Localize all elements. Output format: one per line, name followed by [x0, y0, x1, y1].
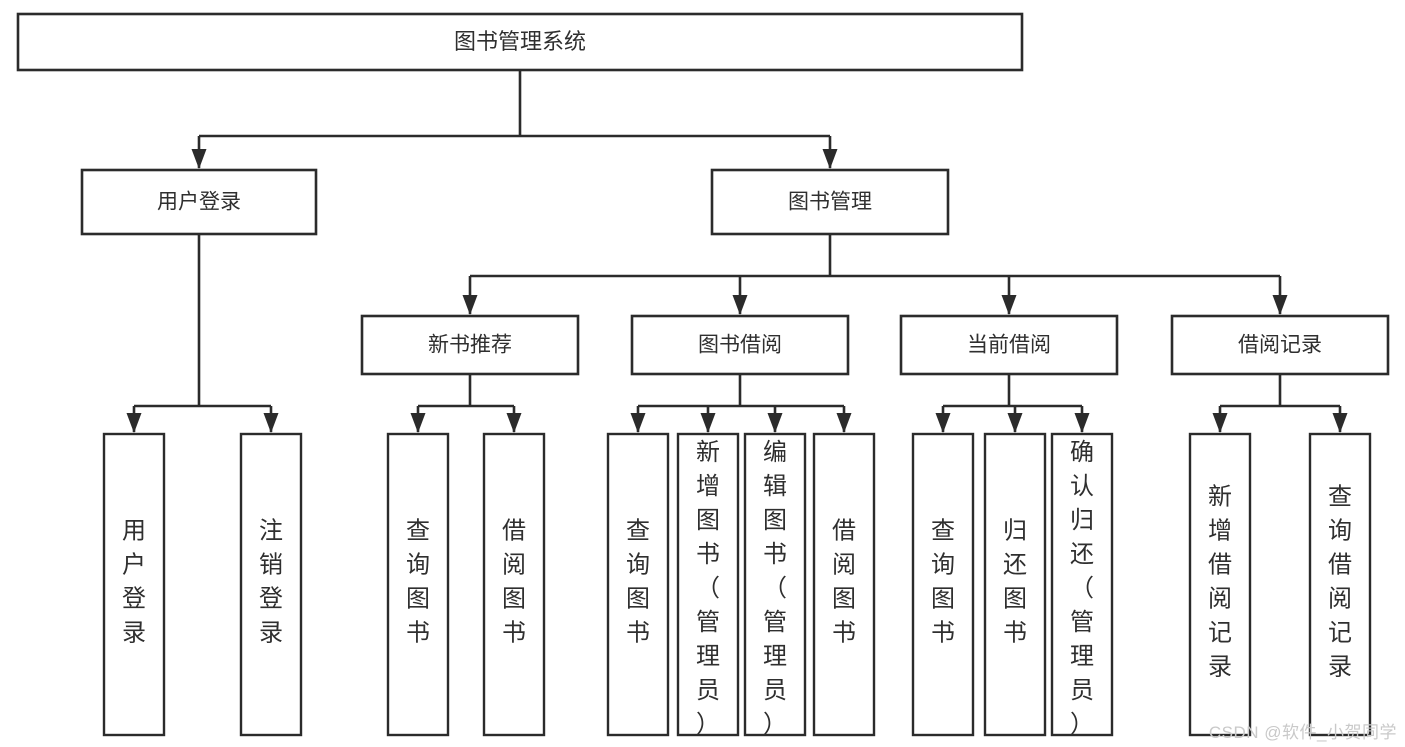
- leaf-node-11[interactable]: 新增借阅记录: [1188, 432, 1252, 737]
- leaf-node-0-label: 用户登录: [122, 518, 146, 647]
- level3-node-1-rect[interactable]: [630, 314, 850, 376]
- leaf-node-9-rect[interactable]: [983, 432, 1047, 737]
- leaf-node-4-label: 查询图书: [626, 518, 650, 647]
- leaf-node-8-rect[interactable]: [911, 432, 975, 737]
- level3-node-0-label: 新书推荐: [428, 334, 512, 357]
- level2-node-1-label: 图书管理: [788, 191, 872, 214]
- leaf-node-3[interactable]: 借阅图书: [482, 432, 546, 737]
- leaf-node-12-rect[interactable]: [1308, 432, 1372, 737]
- leaf-node-0[interactable]: 用户登录: [102, 432, 166, 737]
- level3-node-2[interactable]: 当前借阅: [899, 314, 1119, 376]
- level3-node-3-label: 借阅记录: [1238, 334, 1322, 357]
- level2-node-0[interactable]: 用户登录: [80, 168, 318, 236]
- leaf-node-1-label: 注销登录: [259, 518, 283, 647]
- level3-node-3[interactable]: 借阅记录: [1170, 314, 1390, 376]
- root-node-label: 图书管理系统: [454, 29, 586, 54]
- leaf-node-1-rect[interactable]: [239, 432, 303, 737]
- leaf-node-12-label: 查询借阅记录: [1328, 484, 1352, 681]
- level3-node-0-rect[interactable]: [360, 314, 580, 376]
- level3-node-2-rect[interactable]: [899, 314, 1119, 376]
- leaf-node-2-label: 查询图书: [406, 518, 430, 647]
- leaf-node-5-label: 新增图书（管理员）: [696, 439, 720, 738]
- leaf-node-6-rect[interactable]: [743, 432, 807, 737]
- level2-node-0-label: 用户登录: [157, 191, 241, 214]
- connector-lines: [126, 70, 1348, 433]
- level3-node-3-rect[interactable]: [1170, 314, 1390, 376]
- leaf-node-11-rect[interactable]: [1188, 432, 1252, 737]
- watermark-text: CSDN @软件_小贺同学: [1208, 723, 1397, 742]
- leaf-node-5[interactable]: 新增图书（管理员）: [676, 432, 740, 738]
- leaf-node-10-label: 确认归还（管理员）: [1070, 439, 1094, 738]
- leaf-node-4[interactable]: 查询图书: [606, 432, 670, 737]
- leaf-node-10-rect[interactable]: [1050, 432, 1114, 737]
- leaf-node-7-label: 借阅图书: [832, 518, 856, 647]
- root-node[interactable]: 图书管理系统: [16, 12, 1024, 72]
- leaf-node-7-rect[interactable]: [812, 432, 876, 737]
- leaf-node-2[interactable]: 查询图书: [386, 432, 450, 737]
- leaf-node-7[interactable]: 借阅图书: [812, 432, 876, 737]
- root-node-rect[interactable]: [16, 12, 1024, 72]
- leaf-node-9-label: 归还图书: [1003, 518, 1027, 647]
- leaf-node-9[interactable]: 归还图书: [983, 432, 1047, 737]
- leaf-node-12[interactable]: 查询借阅记录: [1308, 432, 1372, 737]
- level2-node-1-rect[interactable]: [710, 168, 950, 236]
- level3-node-2-label: 当前借阅: [967, 334, 1051, 357]
- level2-node-1[interactable]: 图书管理: [710, 168, 950, 236]
- leaf-node-11-label: 新增借阅记录: [1208, 484, 1232, 681]
- level3-node-1[interactable]: 图书借阅: [630, 314, 850, 376]
- level3-node-0[interactable]: 新书推荐: [360, 314, 580, 376]
- leaf-node-5-rect[interactable]: [676, 432, 740, 737]
- level2-node-0-rect[interactable]: [80, 168, 318, 236]
- leaf-node-2-rect[interactable]: [386, 432, 450, 737]
- level3-node-1-label: 图书借阅: [698, 334, 782, 357]
- leaf-node-3-label: 借阅图书: [502, 518, 526, 647]
- node-boxes: 图书管理系统用户登录图书管理新书推荐图书借阅当前借阅借阅记录用户登录注销登录查询…: [16, 12, 1390, 738]
- leaf-node-6-label: 编辑图书（管理员）: [763, 439, 787, 738]
- leaf-node-3-rect[interactable]: [482, 432, 546, 737]
- leaf-node-4-rect[interactable]: [606, 432, 670, 737]
- leaf-node-6[interactable]: 编辑图书（管理员）: [743, 432, 807, 738]
- leaf-node-8[interactable]: 查询图书: [911, 432, 975, 737]
- leaf-node-10[interactable]: 确认归还（管理员）: [1050, 432, 1114, 738]
- leaf-node-8-label: 查询图书: [931, 518, 955, 647]
- leaf-node-0-rect[interactable]: [102, 432, 166, 737]
- leaf-node-1[interactable]: 注销登录: [239, 432, 303, 737]
